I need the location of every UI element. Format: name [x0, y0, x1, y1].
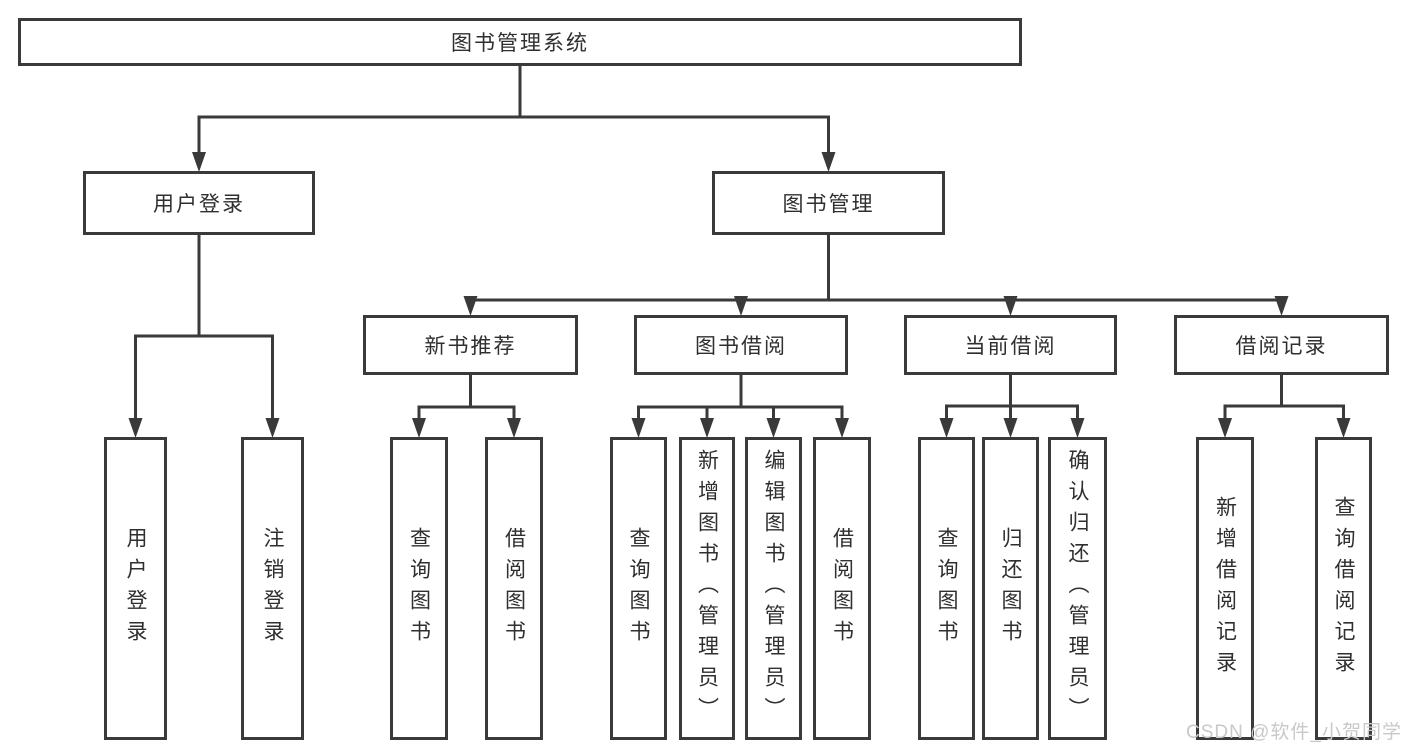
node-label-nbr-query: 查询图书: [407, 526, 431, 651]
node-nbr-borrow: 借阅图书: [485, 437, 543, 740]
node-label-user-login: 用户登录: [153, 193, 245, 216]
arrowhead-icon: [1003, 418, 1018, 438]
node-label-br-query: 查询借阅记录: [1332, 495, 1355, 682]
node-cb-query: 查询图书: [918, 437, 975, 740]
node-cb-return: 归还图书: [982, 437, 1039, 740]
node-label-bb-add: 新增图书（管理员）: [695, 449, 719, 728]
arrowhead-icon: [412, 418, 426, 438]
node-label-br-add: 新增借阅记录: [1213, 495, 1237, 682]
node-bb-borrow: 借阅图书: [813, 437, 871, 740]
node-label-cb-query: 查询图书: [935, 526, 958, 651]
arrowhead-icon: [192, 152, 206, 172]
node-root: 图书管理系统: [18, 18, 1022, 66]
node-label-bb-edit: 编辑图书（管理员）: [762, 449, 785, 728]
arrowhead-icon: [939, 418, 954, 438]
arrowhead-icon: [835, 418, 849, 438]
arrowhead-icon: [128, 418, 143, 438]
node-cb-confirm: 确认归还（管理员）: [1048, 437, 1107, 740]
arrowhead-icon: [265, 418, 280, 438]
node-nbr-query: 查询图书: [390, 437, 448, 740]
node-label-bb-borrow: 借阅图书: [830, 526, 854, 651]
node-label-cb-return: 归还图书: [999, 526, 1022, 651]
arrowhead-icon: [734, 296, 748, 316]
node-bb-query: 查询图书: [610, 437, 667, 740]
node-label-cb-confirm: 确认归还（管理员）: [1066, 449, 1089, 728]
node-login: 用户登录: [104, 437, 167, 740]
arrowhead-icon: [1003, 296, 1018, 316]
arrowhead-icon: [821, 152, 836, 172]
node-borrow-records: 借阅记录: [1174, 315, 1389, 375]
arrowhead-icon: [1218, 418, 1232, 438]
arrowhead-icon: [1070, 418, 1085, 438]
node-label-borrow-records: 借阅记录: [1235, 335, 1328, 358]
arrowhead-icon: [507, 418, 521, 438]
node-br-add: 新增借阅记录: [1196, 437, 1254, 740]
node-label-root: 图书管理系统: [451, 32, 589, 55]
arrowhead-icon: [766, 418, 781, 438]
node-label-bb-query: 查询图书: [627, 526, 650, 651]
node-bb-add: 新增图书（管理员）: [679, 437, 735, 740]
node-user-login: 用户登录: [83, 171, 315, 235]
node-book-borrow: 图书借阅: [634, 315, 848, 375]
node-new-book-rec: 新书推荐: [363, 315, 578, 375]
arrowhead-icon: [700, 418, 714, 438]
node-br-query: 查询借阅记录: [1315, 437, 1372, 740]
watermark: CSDN @软件_小贺同学: [1186, 722, 1402, 743]
arrowhead-icon: [631, 418, 646, 438]
node-label-book-borrow: 图书借阅: [695, 335, 787, 358]
node-logout: 注销登录: [241, 437, 304, 740]
node-book-mgmt: 图书管理: [712, 171, 945, 235]
node-current-borrow: 当前借阅: [904, 315, 1117, 375]
arrowhead-icon: [463, 296, 478, 316]
node-label-login: 用户登录: [124, 526, 147, 651]
node-bb-edit: 编辑图书（管理员）: [745, 437, 802, 740]
arrowhead-icon: [1274, 296, 1289, 316]
node-label-current-borrow: 当前借阅: [964, 335, 1057, 358]
node-label-book-mgmt: 图书管理: [782, 193, 875, 216]
node-label-new-book-rec: 新书推荐: [424, 335, 517, 358]
arrowhead-icon: [1336, 418, 1351, 438]
node-label-nbr-borrow: 借阅图书: [502, 526, 526, 651]
node-label-logout: 注销登录: [261, 526, 284, 651]
